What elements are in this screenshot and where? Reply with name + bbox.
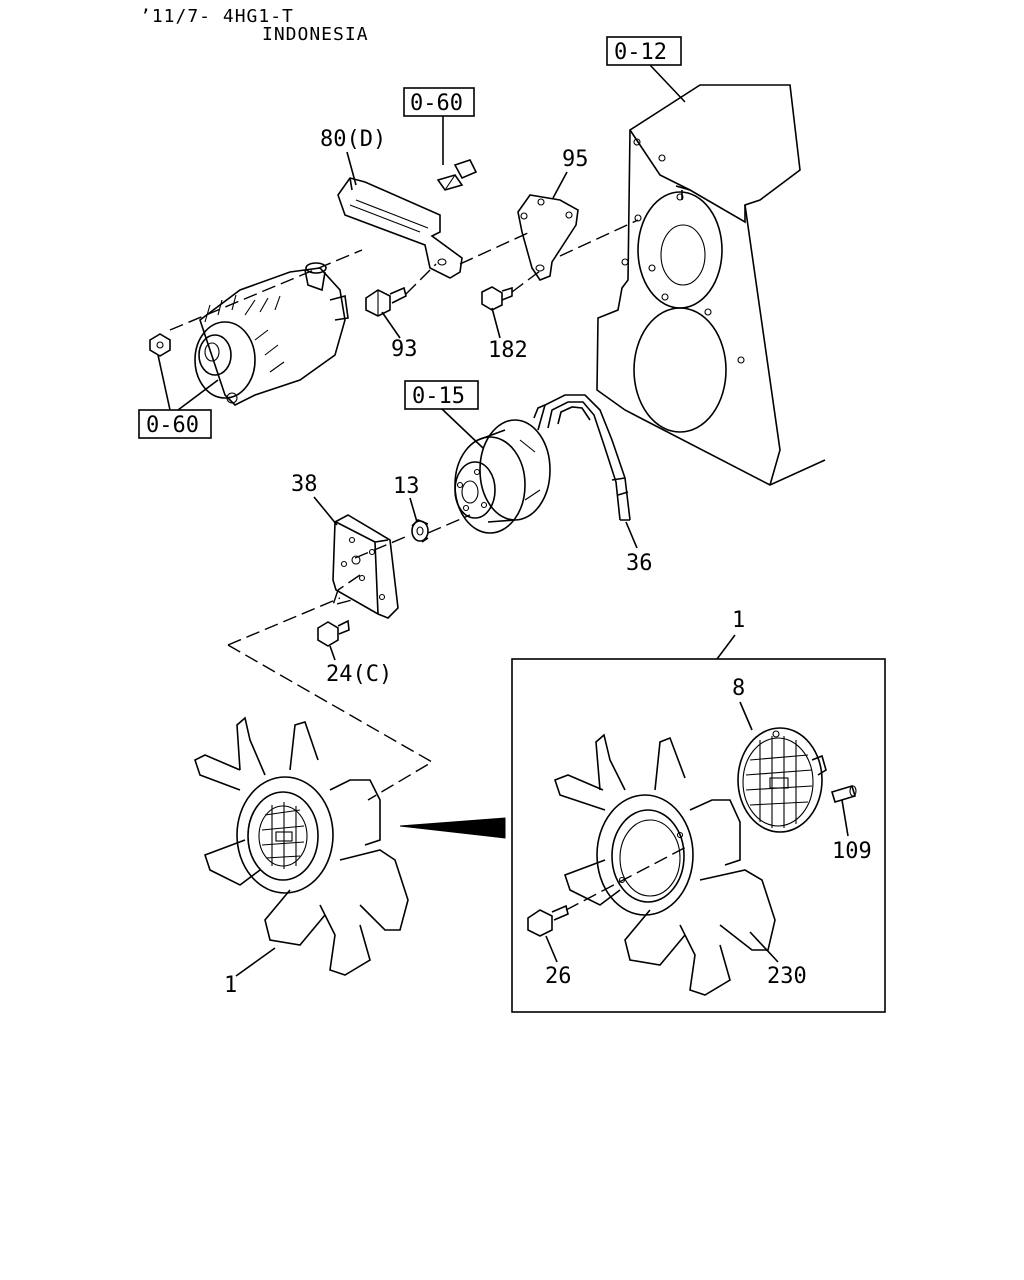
nut-left — [149, 333, 171, 357]
generator — [194, 262, 349, 406]
part-label-26[interactable]: 26 — [545, 964, 572, 989]
part-label-109[interactable]: 109 — [832, 839, 872, 864]
part-label-24-c[interactable]: 24(C) — [326, 662, 392, 687]
part-label-182[interactable]: 182 — [488, 338, 528, 363]
part-label-36[interactable]: 36 — [626, 551, 653, 576]
cooling-fan-inset — [553, 733, 776, 996]
spacer-plate-38 — [332, 514, 399, 619]
bolt-182 — [481, 286, 513, 311]
header-model: ’11/7- 4HG1-T — [140, 6, 294, 27]
ref-box-0-60-left[interactable] — [138, 409, 212, 439]
cooling-fan-main — [194, 716, 409, 976]
washer-13 — [411, 519, 429, 543]
part-label-230[interactable]: 230 — [767, 964, 807, 989]
stud-109 — [831, 785, 857, 803]
stud-bolt — [436, 115, 478, 191]
ref-label-0-60-left[interactable]: 0-60 — [146, 413, 199, 438]
v-belt — [533, 394, 631, 521]
part-label-93[interactable]: 93 — [391, 337, 418, 362]
part-label-13[interactable]: 13 — [393, 474, 420, 499]
bracket-80-d — [337, 177, 463, 279]
assembly-inset-box — [511, 658, 886, 1013]
part-label-8[interactable]: 8 — [732, 676, 745, 701]
header-region: INDONESIA — [262, 24, 369, 45]
engine-block — [596, 84, 826, 486]
bolt-24-c — [317, 619, 350, 647]
part-label-38[interactable]: 38 — [291, 472, 318, 497]
ref-label-0-15[interactable]: 0-15 — [412, 384, 465, 409]
fan-clutch-8 — [737, 727, 827, 833]
pointer-arrow — [399, 817, 506, 839]
part-label-95[interactable]: 95 — [562, 147, 589, 172]
ref-box-0-12[interactable] — [606, 36, 682, 66]
bolt-26 — [527, 904, 569, 937]
part-label-1-main[interactable]: 1 — [224, 973, 237, 998]
ref-box-0-60-top[interactable] — [403, 87, 475, 117]
part-label-1-inset[interactable]: 1 — [732, 608, 745, 633]
ref-label-0-60-top[interactable]: 0-60 — [410, 91, 463, 116]
bracket-95 — [517, 194, 579, 281]
bolt-93 — [365, 286, 407, 317]
pulley — [454, 419, 551, 534]
ref-box-0-15[interactable] — [404, 380, 479, 410]
ref-label-0-12[interactable]: 0-12 — [614, 40, 667, 65]
part-label-80-d[interactable]: 80(D) — [320, 127, 386, 152]
